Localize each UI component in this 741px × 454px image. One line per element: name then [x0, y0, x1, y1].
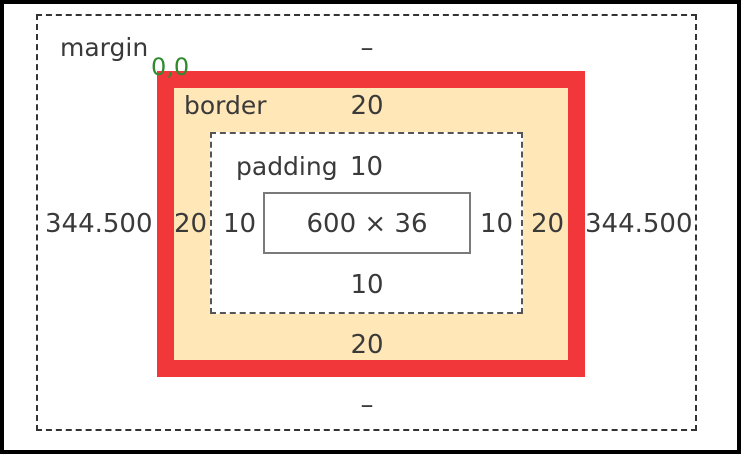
- border-label: border: [184, 91, 267, 120]
- padding-left-value[interactable]: 10: [223, 209, 257, 239]
- border-left-value[interactable]: 20: [174, 209, 208, 239]
- origin-coordinates: 0,0: [151, 53, 190, 81]
- padding-right-value[interactable]: 10: [480, 209, 514, 239]
- border-top-value[interactable]: 20: [350, 91, 384, 121]
- padding-label: padding: [236, 152, 338, 181]
- margin-label: margin: [60, 33, 149, 62]
- content-box[interactable]: [263, 192, 471, 254]
- margin-bottom-value[interactable]: –: [360, 390, 374, 420]
- border-bottom-value[interactable]: 20: [350, 330, 384, 360]
- margin-left-value[interactable]: 344.500: [45, 209, 153, 239]
- margin-box: [36, 14, 697, 431]
- padding-top-value[interactable]: 10: [350, 152, 384, 182]
- border-right-value[interactable]: 20: [531, 209, 565, 239]
- border-box: [157, 71, 585, 377]
- content-size-value[interactable]: 600 × 36: [306, 209, 428, 239]
- margin-top-value[interactable]: –: [360, 33, 374, 63]
- margin-right-value[interactable]: 344.500: [585, 209, 693, 239]
- padding-bottom-value[interactable]: 10: [350, 270, 384, 300]
